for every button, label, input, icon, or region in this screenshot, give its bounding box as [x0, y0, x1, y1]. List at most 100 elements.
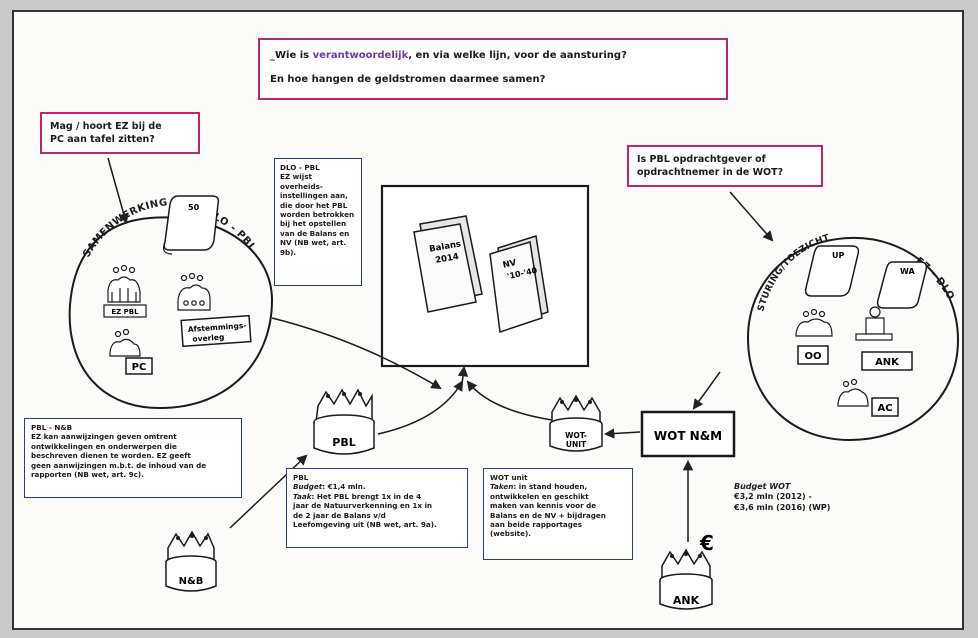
left-arc-label: SAMENWERKING	[81, 197, 168, 259]
wot-nm-box	[640, 410, 736, 458]
afstemming-label: Afstemmings-	[188, 321, 247, 334]
dlo-pbl-title: DLO - PBL	[280, 163, 320, 172]
dlo-pbl-line: 9b).	[280, 247, 297, 257]
people-icon-group-oo	[795, 308, 833, 337]
pbl-task-line: de 2 jaar de Balans v/d	[293, 510, 386, 520]
budget-wot-title: Budget WOT	[734, 482, 791, 491]
wot-unit-node-icon: WOT- UNIT	[549, 394, 603, 452]
pbl-question-line-2: opdrachtnemer in de WOT?	[637, 167, 784, 178]
pbl-nb-line: rapporten (NB wet, art. 9c).	[31, 470, 144, 480]
ez-question-line-2: PC aan tafel zitten?	[50, 134, 155, 145]
pbl-nb-line: geen aanwijzingen m.b.t. de inhoud van d…	[31, 460, 207, 470]
pbl-task-label: Taak	[293, 491, 312, 501]
wot-task-label: Taken	[490, 482, 514, 492]
dlo-pbl-line: van de Balans en	[280, 228, 350, 238]
wot-task-line: aan beide rapportages	[490, 520, 583, 530]
afstemming-label-2: overleg	[192, 332, 224, 343]
arrow-ez-question-to-left-circle	[107, 157, 129, 225]
top-question-highlight: verantwoordelijk	[312, 50, 409, 61]
person-at-desk-icon	[855, 306, 893, 341]
dlo-pbl-line: EZ wijst	[280, 172, 312, 182]
pbl-question-line-1: Is PBL opdrachtgever of	[637, 154, 766, 165]
ank-label-box	[861, 351, 913, 371]
arrow-wot-nm-to-wot-unit	[603, 428, 641, 439]
wot-task-line: maken van kennis voor de	[490, 501, 597, 511]
arrow-pbl-to-center	[377, 380, 464, 435]
svg-text:2014: 2014	[435, 252, 460, 266]
top-question-line-2: En hoe hangen de geldstromen daarmee sam…	[270, 74, 546, 85]
top-question-box: _Wie is verantwoordelijk, en via welke l…	[258, 38, 728, 100]
ank-label: ANK	[875, 357, 900, 368]
svg-text:ANK: ANK	[673, 594, 700, 607]
book-icon-balans: Balans 2014	[413, 215, 483, 313]
svg-text:WOT-: WOT-	[565, 431, 587, 440]
ez-question-line-1: Mag / hoort EZ bij de	[50, 121, 162, 132]
svg-text:UNIT: UNIT	[566, 440, 587, 449]
pbl-nb-title: PBL - N&B	[31, 423, 73, 432]
budget-wot-line-1: €3,2 mln (2012) -	[734, 492, 812, 502]
arrow-center-up	[457, 365, 469, 385]
dlo-pbl-line: overheids-	[280, 181, 323, 191]
wot-unit-task: Taken: in stand houden,	[490, 482, 626, 491]
dlo-pbl-line: die door het PBL	[280, 200, 348, 210]
svg-text:WA: WA	[900, 267, 915, 276]
dlo-pbl-line: NV (NB wet, art.	[280, 238, 347, 248]
pbl-question-box: Is PBL opdrachtgever of opdrachtnemer in…	[627, 145, 823, 187]
afstemming-box	[180, 314, 252, 348]
book-icon-nv: NV '10-'40	[489, 235, 549, 333]
pbl-nb-line: EZ kan aanwijzingen geven omtrent	[31, 432, 177, 442]
scroll-icon-up: UP	[804, 245, 860, 297]
budget-wot-text: Budget WOT €3,2 mln (2012) - €3,6 mln (2…	[734, 482, 874, 513]
svg-text:N&B: N&B	[179, 576, 204, 587]
ez-pbl-label-box	[103, 304, 147, 318]
svg-text:NV: NV	[502, 258, 518, 271]
left-circle	[68, 216, 274, 410]
pbl-task-line: : Het PBL brengt 1x in de 4	[311, 491, 422, 501]
dlo-pbl-line: instellingen aan,	[280, 191, 348, 201]
scroll-icon-left: 50	[162, 195, 220, 255]
people-icon-group-ez-pbl	[107, 264, 141, 303]
arrow-wot-unit-to-center	[466, 380, 553, 421]
ank-node-icon: ANK	[659, 548, 713, 610]
pbl-info-budget: Budget: €1,4 mln.	[293, 482, 461, 491]
wot-unit-info-box: WOT unit Taken: in stand houden, ontwikk…	[483, 468, 633, 560]
pbl-node-icon: PBL	[313, 388, 375, 455]
pc-label-box	[125, 357, 153, 375]
wot-task-line: (website).	[490, 529, 532, 539]
pbl-nb-info-box: PBL - N&B EZ kan aanwijzingen geven omtr…	[24, 418, 242, 498]
people-icon-group-afstemming	[177, 272, 211, 311]
scroll-icon-wa: WA	[876, 261, 928, 309]
nb-node-icon: N&B	[165, 530, 217, 592]
pbl-info-title: PBL	[293, 473, 309, 482]
budget-wot-line-2: €3,6 mln (2016) (WP)	[734, 502, 831, 512]
svg-text:UP: UP	[832, 251, 844, 260]
right-circle	[746, 236, 960, 442]
pbl-budget-value: : €1,4 mln.	[322, 482, 366, 492]
top-question-line-1: _Wie is verantwoordelijk, en via welke l…	[270, 49, 716, 63]
pbl-budget-label: Budget	[293, 482, 323, 492]
arrow-left-circle-to-center	[271, 317, 442, 390]
svg-text:50: 50	[188, 203, 200, 212]
top-question-text-b: , en via welke lijn, voor de aansturing?	[408, 50, 627, 61]
ez-question-box: Mag / hoort EZ bij de PC aan tafel zitte…	[40, 112, 200, 154]
wot-task-line: Balans en de NV + bijdragen	[490, 510, 606, 520]
ez-pbl-label: EZ PBL	[111, 308, 139, 316]
pc-label: PC	[132, 362, 147, 373]
arrow-right-circle-to-wot-nm	[692, 371, 721, 410]
euro-icon: €	[699, 531, 714, 555]
pbl-task-line: Leefomgeving uit (NB wet, art. 9a).	[293, 520, 437, 530]
pbl-task-line: jaar de Natuurverkenning en 1x in	[293, 501, 433, 511]
pbl-nb-line: beschreven dienen te worden. EZ geeft	[31, 451, 191, 461]
people-icon-group-pc	[109, 328, 141, 357]
dlo-pbl-line: bij het opstellen	[280, 219, 347, 229]
central-frame	[380, 184, 590, 368]
people-icon-group-ac	[837, 378, 869, 407]
wot-nm-label: WOT N&M	[654, 429, 722, 443]
ac-label-box	[871, 397, 899, 417]
oo-label: OO	[804, 351, 821, 362]
